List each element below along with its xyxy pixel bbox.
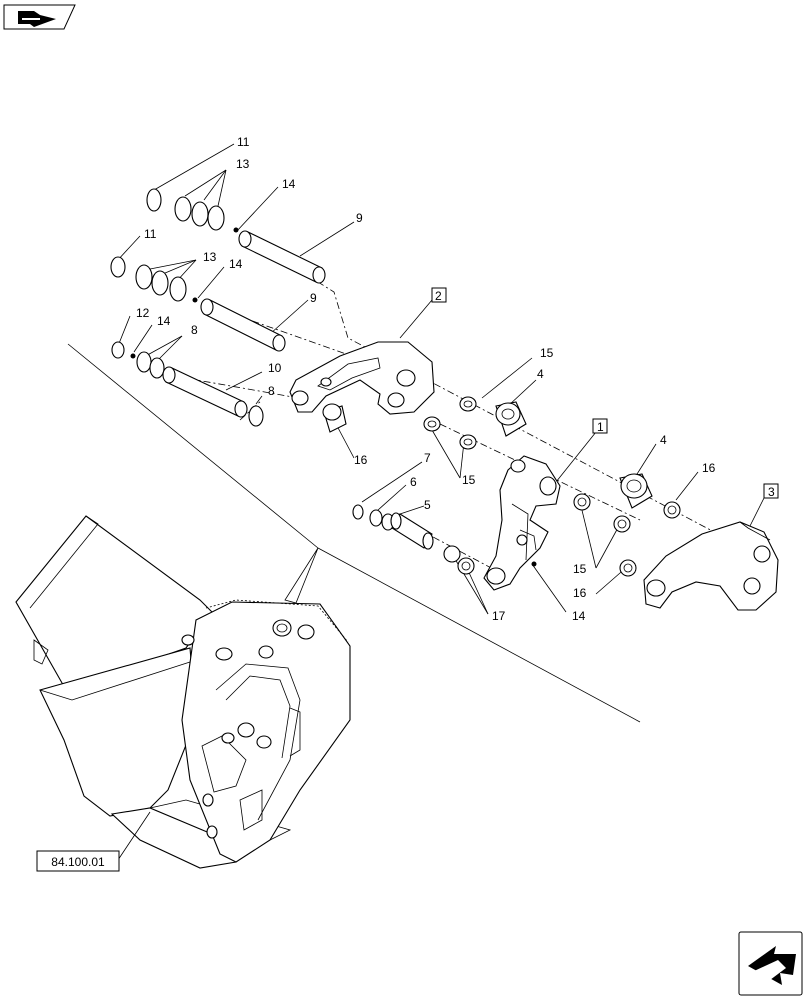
o-ring-8a-1 [136,351,152,373]
callout-box-3 [763,483,779,499]
callout-7: 7 [424,451,431,465]
rings [110,188,537,567]
o-ring-8a-2 [149,357,165,379]
link-part-1 [483,455,561,591]
reference-box-frame [36,850,120,872]
callout-15-mid: 15 [462,473,476,487]
snap-ring-7 [352,504,364,520]
callout-9-top: 9 [356,211,363,225]
snap-ring-11b [110,256,126,278]
callout-16-low: 16 [573,586,587,600]
link-part-3 [643,521,779,611]
bushing-4a [495,401,527,437]
callout-labels: 11 13 14 9 11 13 14 9 12 14 8 10 8 2 15 … [136,135,775,623]
bushing-15c-1 [573,493,591,511]
callout-9-mid: 9 [310,291,317,305]
callout-11-top: 11 [237,135,250,149]
callout-4-top: 4 [537,367,544,381]
callout-box-1 [592,418,608,434]
bushing-17 [443,545,475,575]
callout-14-low: 14 [157,314,171,328]
pins [162,230,434,550]
boxed-callouts [431,287,779,499]
o-ring-6-1 [369,509,383,527]
bushing-16a [322,403,347,433]
callout-box-2 [431,287,447,303]
callout-2: 2 [435,289,442,303]
o-ring-13b-1 [135,264,153,290]
callout-16-right: 16 [702,461,716,475]
callout-11-mid: 11 [144,227,157,241]
bushing-16b [663,501,681,519]
callout-16-left: 16 [354,453,368,467]
separator-lines [67,343,641,723]
o-ring-13b-2 [151,270,169,296]
callout-14-mid: 14 [229,257,243,271]
o-ring-13a-1 [174,196,192,222]
callout-5: 5 [424,498,431,512]
grease-fitting-14d [531,561,537,567]
o-ring-13a-2 [191,201,209,227]
callout-6: 6 [410,475,417,489]
bucket-assembly [15,515,351,869]
snap-ring-12 [111,341,125,359]
o-ring-13b-3 [169,276,187,302]
callout-13-mid: 13 [203,250,217,264]
callout-14-top: 14 [282,177,296,191]
bushings [322,396,681,577]
callout-15-top: 15 [540,346,554,360]
next-page-arrow-icon[interactable] [738,931,803,996]
snap-ring-11a [146,188,162,212]
grease-fitting-14a [233,227,239,233]
callout-15-low: 15 [573,562,587,576]
bushing-16c [619,559,637,577]
bushing-4b [619,473,653,509]
pin-9a [238,230,326,284]
grease-fitting-14c [130,353,136,359]
bushing-15c-2 [613,515,631,533]
callout-1: 1 [597,420,604,434]
callout-8-top: 8 [191,323,198,337]
grease-fitting-14b [192,297,198,303]
callout-12: 12 [136,306,150,320]
arrow-tab-icon[interactable] [3,4,76,30]
o-ring-8b [248,405,264,427]
callout-10: 10 [268,361,282,375]
callout-3: 3 [768,485,775,499]
o-ring-13a-3 [207,205,225,231]
link-part-2 [289,341,435,415]
bushing-15b-1 [423,416,441,432]
pin-10 [162,366,248,418]
callout-8-low: 8 [268,384,275,398]
callout-4-right: 4 [660,433,667,447]
bushing-15a [459,396,477,412]
callout-14-low-right: 14 [572,609,586,623]
pin-9b [200,298,286,352]
callout-13-top: 13 [236,157,250,171]
bushing-15b-2 [459,434,477,450]
reference-label[interactable]: 84.100.01 [51,855,105,869]
pin-5 [390,512,434,550]
callout-17: 17 [492,609,506,623]
reference-box[interactable]: 84.100.01 [36,850,120,872]
